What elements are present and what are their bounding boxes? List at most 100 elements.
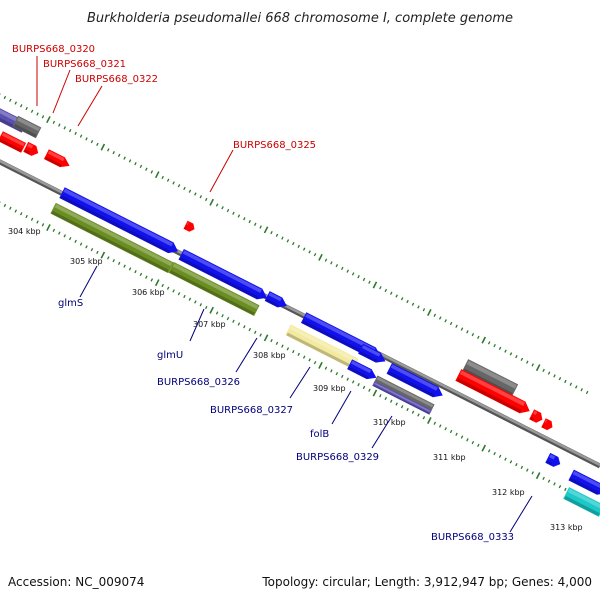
tick-mark: [215, 203, 219, 207]
tick-mark: [128, 267, 132, 271]
gene-feature-21[interactable]: [372, 381, 432, 415]
gene-feature-9[interactable]: [541, 418, 554, 431]
tick-mark: [117, 153, 121, 158]
tick-mark: [243, 217, 246, 221]
tick-mark: [569, 382, 573, 386]
tick-mark: [308, 358, 311, 362]
tick-mark: [351, 380, 355, 384]
tick-mark: [449, 429, 453, 434]
gene-label-BURPS668_0329[interactable]: BURPS668_0329: [296, 415, 393, 463]
gene-feature-14[interactable]: [264, 291, 290, 311]
tick-mark: [96, 250, 99, 255]
tick-mark: [357, 275, 360, 279]
gene-feature-1[interactable]: [12, 115, 42, 139]
gene-feature-24[interactable]: [563, 487, 600, 517]
gene-feature-8[interactable]: [529, 409, 545, 424]
gene-label-glmU[interactable]: glmU: [157, 308, 205, 361]
tick-mark: [466, 330, 469, 334]
tick-mark: [520, 357, 524, 362]
tick-mark: [259, 225, 262, 229]
gene-feature-13[interactable]: [168, 261, 260, 317]
tick-tracks: [0, 93, 589, 503]
gene-feature-18[interactable]: [347, 359, 379, 382]
kbp-label-308: 308 kbp: [253, 351, 286, 360]
gene-label-glmS[interactable]: glmS: [58, 265, 98, 309]
tick-mark: [357, 383, 360, 387]
gene-label-BURPS668_0320[interactable]: BURPS668_0320: [12, 44, 95, 106]
tick-mark: [422, 416, 426, 420]
tick-mark: [444, 319, 447, 323]
gene-label-BURPS668_0333[interactable]: BURPS668_0333: [431, 495, 533, 543]
tick-mark: [520, 465, 524, 470]
topology-text: Topology: circular; Length: 3,912,947 bp…: [261, 575, 592, 589]
tick-mark: [531, 471, 534, 475]
gene-label-BURPS668_0321[interactable]: BURPS668_0321: [43, 59, 126, 114]
kbp-label-306: 306 kbp: [132, 288, 165, 297]
gene-feature-11[interactable]: [50, 202, 174, 274]
tick-mark: [417, 413, 420, 417]
tick-mark: [449, 321, 453, 326]
tick-mark: [286, 347, 290, 351]
tick-mark: [85, 245, 88, 249]
tick-mark: [389, 291, 393, 295]
kbp-label-307: 307 kbp: [193, 320, 226, 329]
tick-mark: [493, 451, 496, 456]
tick-mark: [123, 156, 126, 160]
gene-feature-5[interactable]: [183, 220, 197, 234]
gene-feature-10[interactable]: [59, 187, 180, 256]
tick-mark: [36, 220, 39, 224]
tick-mark: [52, 120, 56, 124]
tick-mark: [535, 472, 541, 480]
kbp-label-311: 311 kbp: [433, 453, 466, 462]
gene-feature-15[interactable]: [300, 312, 383, 362]
tick-mark: [384, 288, 388, 293]
gene-feature-7[interactable]: [455, 369, 532, 417]
tick-mark: [30, 217, 34, 221]
tick-mark: [477, 335, 480, 339]
tick-mark: [25, 106, 28, 111]
gene-feature-12[interactable]: [178, 248, 269, 303]
tick-mark: [270, 338, 273, 343]
gene-label-text: BURPS668_0320: [12, 44, 95, 55]
gene-feature-17[interactable]: [358, 343, 388, 366]
gene-label-BURPS668_0327[interactable]: BURPS668_0327: [210, 366, 311, 416]
tick-mark: [411, 302, 415, 306]
tick-mark: [292, 241, 295, 246]
tick-mark: [406, 407, 409, 412]
gene-feature-4[interactable]: [43, 149, 72, 171]
tick-mark: [372, 389, 378, 397]
tick-mark: [481, 336, 487, 344]
gene-feature-22[interactable]: [545, 452, 562, 469]
tick-mark: [341, 374, 344, 379]
gene-label-BURPS668_0325[interactable]: BURPS668_0325: [209, 140, 316, 193]
tick-mark: [209, 306, 214, 314]
tick-mark: [362, 385, 366, 390]
tick-mark: [335, 372, 339, 376]
tick-mark: [128, 159, 132, 163]
gene-label-folB[interactable]: folB: [310, 390, 352, 440]
tick-mark: [19, 104, 23, 108]
gene-feature-23[interactable]: [568, 469, 600, 499]
tick-mark: [531, 363, 534, 367]
tick-mark: [553, 482, 556, 486]
tick-mark: [558, 485, 562, 489]
gene-feature-19[interactable]: [386, 363, 446, 401]
tick-mark: [384, 396, 388, 401]
gene-label-text: BURPS668_0327: [210, 405, 293, 416]
tick-mark: [433, 313, 437, 317]
gene-feature-3[interactable]: [23, 141, 40, 158]
tick-mark: [308, 250, 311, 254]
gene-feature-2[interactable]: [0, 131, 27, 153]
gene-label-BURPS668_0322[interactable]: BURPS668_0322: [75, 74, 158, 127]
tick-mark: [107, 148, 110, 152]
tick-mark: [411, 410, 415, 414]
tick-mark: [526, 468, 529, 472]
gene-feature-16[interactable]: [285, 324, 359, 370]
tick-mark: [107, 256, 110, 260]
tick-mark: [232, 319, 235, 323]
gene-label-BURPS668_0326[interactable]: BURPS668_0326: [157, 337, 258, 388]
tick-mark: [166, 286, 170, 290]
tick-mark: [498, 346, 502, 350]
gene-label-text: BURPS668_0322: [75, 74, 158, 85]
